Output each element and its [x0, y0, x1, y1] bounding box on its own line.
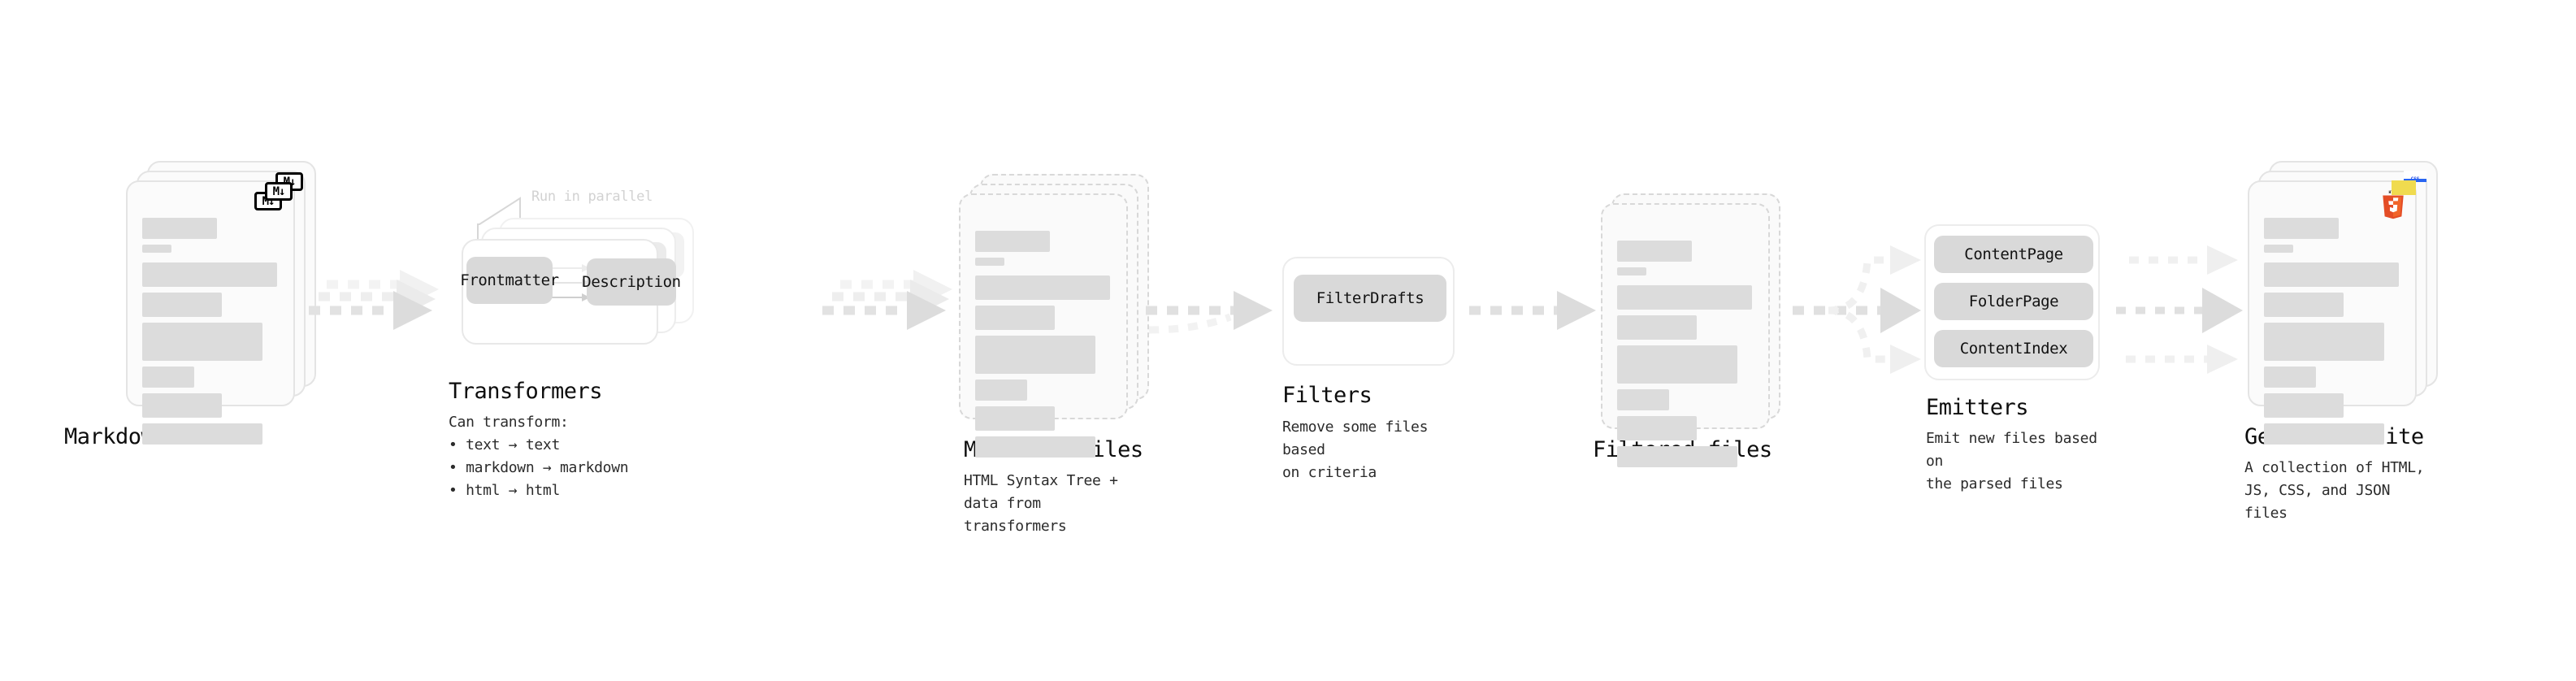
stage-generated-site: CSS HTML Generated Site A collecti — [2244, 161, 2438, 522]
document-skeleton — [1617, 241, 1754, 473]
connector-markdown-to-transformers — [309, 270, 439, 330]
stage-subtitle-emitters: Emit new files based on the parsed files — [1926, 430, 2097, 492]
filtered-card-stack — [1601, 193, 1791, 467]
skeleton-bar — [142, 218, 217, 239]
annotation-run-in-parallel: Run in parallel — [531, 189, 653, 205]
skeleton-bar — [2264, 393, 2344, 418]
skeleton-bar — [1617, 345, 1737, 384]
transformer-pill-frontmatter[interactable]: Frontmatter — [460, 257, 559, 304]
emitter-pill-folderpage[interactable]: FolderPage — [1934, 283, 2093, 320]
skeleton-bar — [1617, 416, 1697, 440]
stage-subtitle-modified-files: HTML Syntax Tree + data from transformer… — [964, 472, 1118, 535]
skeleton-bar — [975, 275, 1110, 300]
stage-subtitle-transformers: Can transform: • text → text • markdown … — [449, 414, 629, 499]
emitter-pill-contentpage[interactable]: ContentPage — [1934, 236, 2093, 273]
stage-title-filters: Filters — [1282, 383, 1373, 408]
skeleton-bar — [142, 423, 262, 445]
skeleton-bar — [1617, 446, 1737, 467]
markdown-card-front: M↓ — [126, 180, 295, 445]
stage-subtitle-filters: Remove some files based on criteria — [1282, 419, 1429, 481]
skeleton-bar — [975, 436, 1095, 458]
filtered-card-front — [1601, 203, 1770, 467]
skeleton-bar — [2264, 245, 2293, 253]
skeleton-bar — [142, 393, 222, 418]
stage-filters: FilterDrafts Filters Remove some files b… — [1282, 257, 1458, 481]
skeleton-bar — [142, 367, 194, 388]
skeleton-bar — [142, 323, 262, 361]
transformers-inner-arrows — [549, 264, 590, 301]
connector-modified-to-filters — [1146, 291, 1273, 334]
document-skeleton — [142, 218, 279, 450]
stage-markdown-files: M↓ M↓ M↓ Markdown Files — [64, 161, 316, 449]
skeleton-bar — [1617, 389, 1669, 410]
skeleton-bar — [142, 293, 222, 317]
stage-filtered-files: Filtered files — [1593, 193, 1791, 467]
connector-emitters-to-site — [2116, 245, 2243, 374]
skeleton-bar — [142, 245, 171, 253]
modified-card-front — [959, 193, 1128, 458]
document-skeleton — [2264, 218, 2400, 450]
stage-emitters: ContentPage FolderPage ContentIndex Emit… — [1924, 224, 2108, 492]
skeleton-bar — [2264, 367, 2316, 388]
markdown-card-stack: M↓ M↓ M↓ — [126, 161, 316, 445]
skeleton-bar — [975, 231, 1050, 252]
filters-box: FilterDrafts — [1282, 257, 1455, 366]
document-skeleton — [975, 231, 1112, 463]
skeleton-bar — [1617, 315, 1697, 340]
skeleton-bar — [1617, 285, 1752, 310]
connector-filters-to-filtered — [1469, 291, 1596, 330]
filter-pill-filterdrafts[interactable]: FilterDrafts — [1294, 275, 1446, 322]
skeleton-bar — [142, 262, 277, 287]
skeleton-bar — [2264, 323, 2384, 361]
stage-title-transformers: Transformers — [449, 379, 603, 404]
site-card-stack: CSS HTML — [2248, 161, 2438, 445]
transformer-pill-description[interactable]: Description — [582, 258, 681, 306]
skeleton-bar — [975, 258, 1004, 266]
skeleton-bar — [975, 336, 1095, 374]
site-card-front: HTML — [2248, 180, 2417, 445]
run-in-parallel-leader — [477, 197, 521, 249]
transformers-group-stack: Frontmatter Description — [452, 193, 696, 345]
javascript-icon — [2392, 180, 2416, 195]
skeleton-bar — [1617, 267, 1646, 275]
stage-modified-files: Modified files HTML Syntax Tree + data f… — [959, 174, 1149, 535]
connector-transformers-to-modified — [822, 270, 952, 330]
stage-transformers: Run in parallel — [449, 189, 696, 499]
markdown-icon: M↓ — [265, 182, 293, 201]
emitter-pill-contentindex[interactable]: ContentIndex — [1934, 330, 2093, 367]
skeleton-bar — [975, 380, 1027, 401]
transformers-box-front: Frontmatter Description — [460, 239, 681, 345]
emitters-box: ContentPage FolderPage ContentIndex — [1924, 224, 2100, 380]
skeleton-bar — [975, 406, 1055, 431]
stage-subtitle-generated-site: A collection of HTML, JS, CSS, and JSON … — [2244, 459, 2425, 522]
skeleton-bar — [1617, 241, 1692, 262]
skeleton-bar — [2264, 218, 2339, 239]
skeleton-bar — [2264, 262, 2399, 287]
skeleton-bar — [2264, 293, 2344, 317]
connector-filtered-to-emitters — [1793, 245, 1921, 374]
skeleton-bar — [2264, 423, 2384, 445]
filters-group-stack: FilterDrafts — [1282, 257, 1458, 369]
skeleton-bar — [975, 306, 1055, 330]
emitters-group-stack: ContentPage FolderPage ContentIndex — [1924, 224, 2108, 387]
stage-title-emitters: Emitters — [1926, 395, 2029, 420]
modified-card-stack — [959, 174, 1149, 458]
